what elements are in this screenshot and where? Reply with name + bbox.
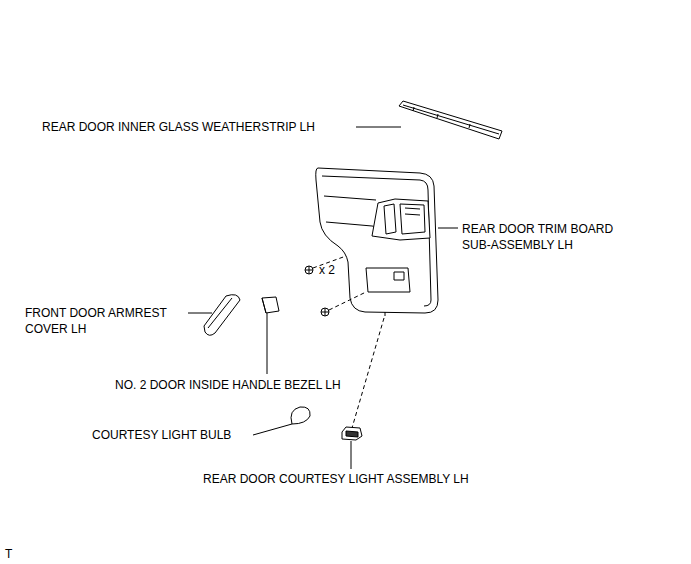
- corner-mark: T: [5, 546, 12, 562]
- leader-line: [438, 228, 458, 229]
- leader-line: [188, 313, 212, 314]
- switch-panel: [372, 199, 430, 240]
- handle-detail: [394, 272, 404, 280]
- part-label: REAR DOOR TRIM BOARD SUB-ASSEMBLY LH: [462, 221, 640, 253]
- armrest-cover: [204, 295, 240, 336]
- weatherstrip: [399, 101, 502, 139]
- handle-pocket: [366, 268, 410, 292]
- leader-line: [356, 127, 401, 128]
- courtesy-lens: [346, 431, 358, 437]
- leader-line: [267, 313, 268, 374]
- weatherstrip-detail: [403, 105, 499, 134]
- switch-detail: [384, 204, 425, 234]
- quantity-note: x 2: [319, 262, 335, 278]
- bezel-detail: [262, 298, 266, 313]
- weatherstrip-clips: [413, 107, 470, 128]
- courtesy-light: [342, 427, 362, 440]
- part-label: REAR DOOR INNER GLASS WEATHERSTRIP LH: [42, 119, 315, 135]
- door-trim-board: [316, 168, 438, 313]
- courtesy-bulb: [291, 407, 310, 424]
- leader-line: [253, 424, 292, 435]
- handle-bezel: [262, 297, 279, 313]
- dashed-line: [352, 318, 384, 428]
- trim-inner-edge: [322, 176, 431, 306]
- part-label: NO. 2 DOOR INSIDE HANDLE BEZEL LH: [115, 377, 341, 393]
- leader-line: [351, 441, 352, 469]
- dashed-line: [329, 292, 366, 310]
- dashed-line: [385, 312, 386, 316]
- part-label: FRONT DOOR ARMREST COVER LH: [25, 305, 195, 337]
- switch-detail: [405, 208, 420, 215]
- part-label: REAR DOOR COURTESY LIGHT ASSEMBLY LH: [203, 471, 469, 487]
- part-label: COURTESY LIGHT BULB: [92, 427, 231, 443]
